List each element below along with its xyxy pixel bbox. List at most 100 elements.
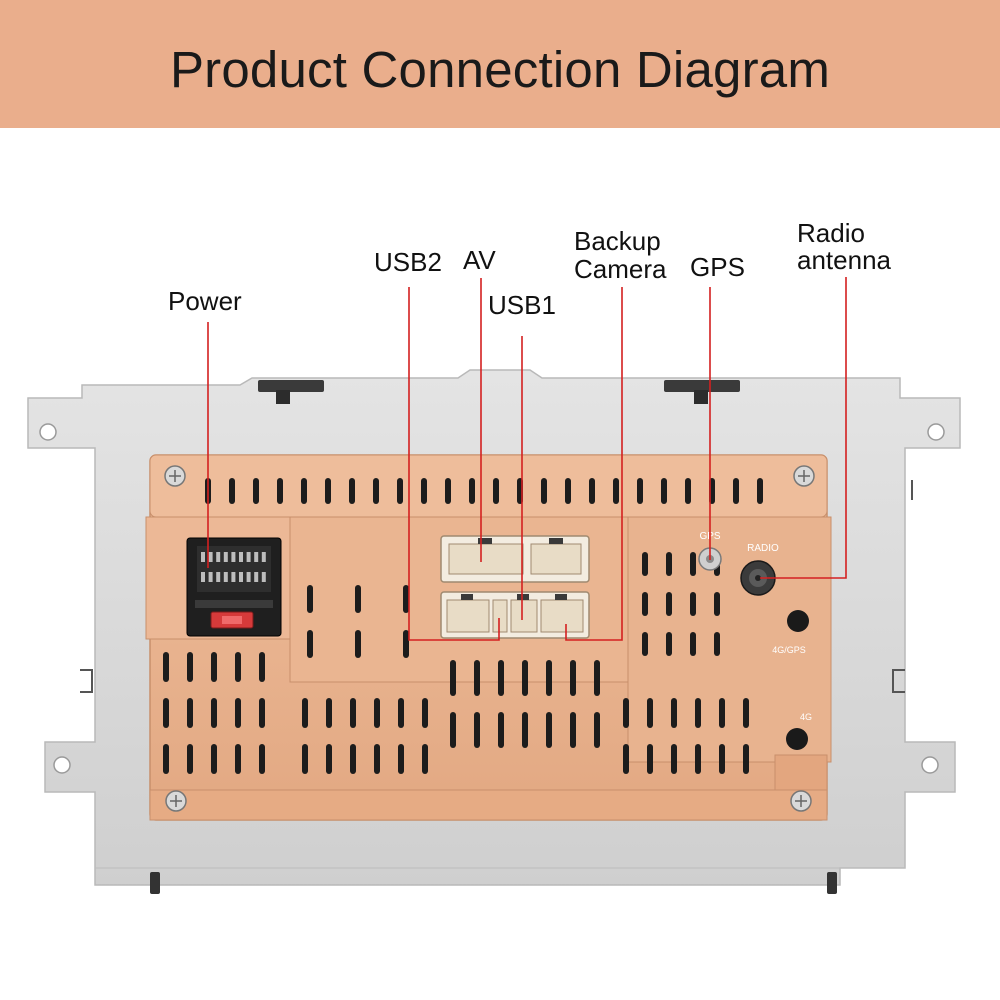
vent-slot bbox=[374, 744, 380, 774]
vent-slot bbox=[690, 632, 696, 656]
radio-callout-line bbox=[760, 277, 847, 579]
vent-slot bbox=[719, 698, 725, 728]
vent-slot bbox=[163, 744, 169, 774]
vent-slot bbox=[302, 698, 308, 728]
screw-icon bbox=[165, 790, 187, 812]
vent-slot bbox=[714, 632, 720, 656]
vent-slot bbox=[302, 744, 308, 774]
vent-slot bbox=[690, 552, 696, 576]
vent-slot bbox=[277, 478, 283, 504]
vent-slot bbox=[642, 592, 648, 616]
connector-pin bbox=[231, 552, 236, 562]
vent-slot bbox=[570, 712, 576, 748]
vent-slot bbox=[647, 698, 653, 728]
vent-slot bbox=[623, 744, 629, 774]
vent-slot bbox=[695, 744, 701, 774]
connector-pin bbox=[261, 552, 266, 562]
backup-camera-label-line2: Camera bbox=[574, 254, 667, 284]
vent-slot bbox=[211, 698, 217, 728]
vent-slot bbox=[690, 592, 696, 616]
gps-label: GPS bbox=[690, 252, 745, 282]
vent-slot bbox=[474, 660, 480, 696]
vent-slot bbox=[403, 630, 409, 658]
usb1-label: USB1 bbox=[488, 290, 556, 320]
vent-slot bbox=[642, 552, 648, 576]
vent-slot bbox=[546, 712, 552, 748]
vent-slot bbox=[350, 744, 356, 774]
vent-slot bbox=[422, 744, 428, 774]
vent-slot bbox=[546, 660, 552, 696]
vent-slot bbox=[307, 585, 313, 613]
power-connector bbox=[186, 537, 282, 637]
backup-camera-label-line1: Backup bbox=[574, 226, 661, 256]
mount-hole-icon bbox=[927, 423, 945, 441]
vent-slot bbox=[325, 478, 331, 504]
vent-slot bbox=[355, 585, 361, 613]
vent-slot bbox=[594, 712, 600, 748]
connector-pin bbox=[216, 572, 221, 582]
vent-slot bbox=[422, 698, 428, 728]
vent-slot bbox=[565, 478, 571, 504]
vent-slot bbox=[493, 478, 499, 504]
vent-slot bbox=[349, 478, 355, 504]
vent-slot bbox=[211, 744, 217, 774]
mount-hole-icon bbox=[53, 756, 71, 774]
connector-pin bbox=[208, 552, 213, 562]
vent-slot bbox=[661, 478, 667, 504]
connector-pin bbox=[231, 572, 236, 582]
vent-slot bbox=[235, 698, 241, 728]
connector-pin bbox=[246, 552, 251, 562]
vent-slot bbox=[397, 478, 403, 504]
vent-slot bbox=[259, 698, 265, 728]
vent-slot bbox=[259, 744, 265, 774]
vent-slot bbox=[326, 698, 332, 728]
vent-slot bbox=[253, 478, 259, 504]
4g-port-marking: 4G bbox=[800, 712, 812, 722]
vent-slot bbox=[474, 712, 480, 748]
vent-slot bbox=[685, 478, 691, 504]
connector-pin bbox=[223, 572, 228, 582]
vent-slot bbox=[671, 744, 677, 774]
vent-slot bbox=[229, 478, 235, 504]
screw-icon bbox=[164, 465, 186, 487]
connector-pin bbox=[201, 572, 205, 582]
vent-slot bbox=[714, 592, 720, 616]
vent-slot bbox=[623, 698, 629, 728]
connector-pin bbox=[201, 552, 205, 562]
vent-slot bbox=[637, 478, 643, 504]
vent-slot bbox=[235, 652, 241, 682]
title-banner: Product Connection Diagram bbox=[0, 0, 1000, 128]
usb2-callout-line bbox=[408, 287, 500, 641]
vent-slot bbox=[450, 712, 456, 748]
av-label: AV bbox=[463, 245, 496, 275]
vent-slot bbox=[398, 698, 404, 728]
vent-slot bbox=[666, 552, 672, 576]
vent-slot bbox=[211, 652, 217, 682]
callout-lines bbox=[207, 277, 847, 641]
connector-pin bbox=[208, 572, 213, 582]
connector-pin bbox=[223, 552, 228, 562]
vent-slot bbox=[307, 630, 313, 658]
vent-slot bbox=[498, 712, 504, 748]
vent-slot bbox=[498, 660, 504, 696]
power-label: Power bbox=[168, 286, 242, 316]
vent-slot bbox=[594, 660, 600, 696]
vent-slot bbox=[187, 698, 193, 728]
vent-slot bbox=[757, 478, 763, 504]
vent-slot bbox=[666, 592, 672, 616]
vent-slot bbox=[719, 744, 725, 774]
4g-port: 4G bbox=[786, 712, 812, 750]
vent-slot bbox=[613, 478, 619, 504]
connector-pin bbox=[254, 552, 259, 562]
vent-slot bbox=[326, 744, 332, 774]
radio-antenna-label-line2: antenna bbox=[797, 245, 891, 275]
vent-slot bbox=[522, 712, 528, 748]
vent-slot bbox=[163, 652, 169, 682]
vent-slot bbox=[187, 652, 193, 682]
vent-slot bbox=[522, 660, 528, 696]
connector-pin bbox=[239, 572, 243, 582]
usb-camera-connectors bbox=[440, 591, 590, 639]
4g-gps-port: 4G/GPS bbox=[772, 610, 809, 655]
connector-pin bbox=[216, 552, 221, 562]
